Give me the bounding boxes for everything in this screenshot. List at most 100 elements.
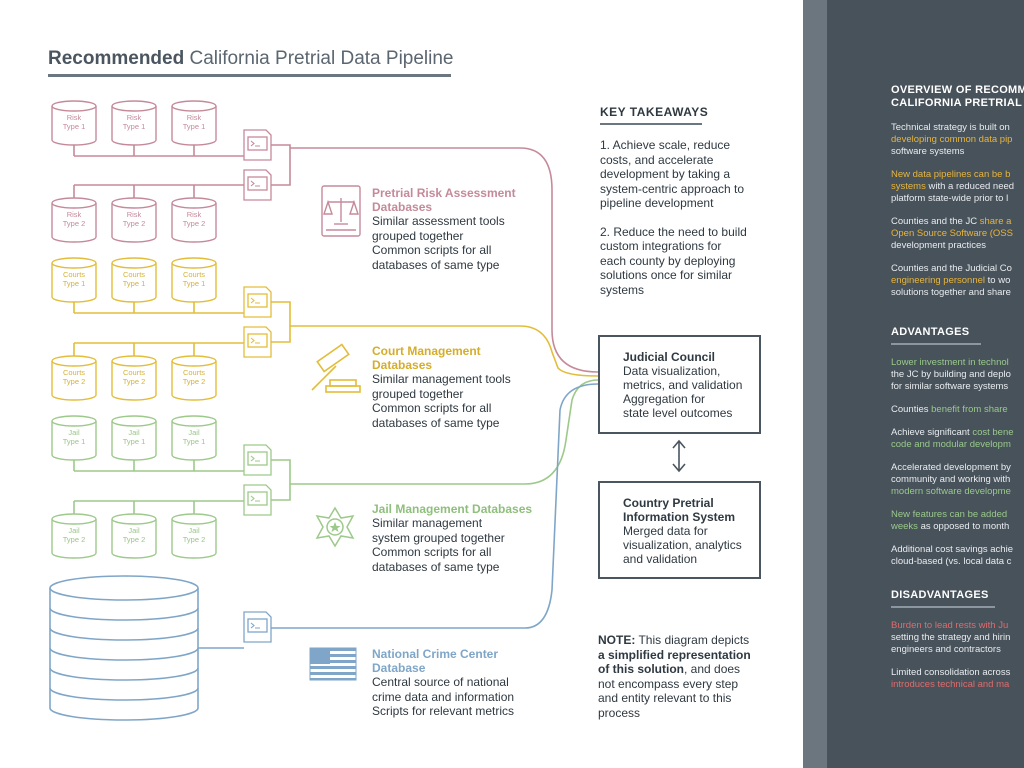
overview-item-2: New data pipelines can be b systems with… xyxy=(891,169,1024,205)
note-bold-2: of this solution xyxy=(598,662,684,676)
county-line: visualization, analytics xyxy=(623,538,742,552)
national-script-icon xyxy=(243,611,272,643)
judicial-council-title: Judicial Council xyxy=(623,350,716,364)
risk-section: Pretrial Risk Assessment Databases Simil… xyxy=(372,186,542,272)
jail-script-icon xyxy=(243,444,272,476)
jail-type1-database-icon xyxy=(111,415,157,461)
takeaway-1-line: costs, and accelerate xyxy=(600,152,714,167)
overview-item-highlight: systems xyxy=(891,181,926,192)
disadvantages-rule xyxy=(891,606,995,608)
risk-type1-database-icon xyxy=(111,100,157,146)
jail-type1-database-icon xyxy=(51,415,97,461)
court-type1-database-icon xyxy=(171,257,217,303)
county-pretrial-box: Country Pretrial Information System Merg… xyxy=(598,481,761,579)
jail-type1-database-icon xyxy=(171,415,217,461)
takeaway-2-line: 2. Reduce the need to build xyxy=(600,224,747,239)
risk-script-link xyxy=(271,144,291,186)
county-box-title-2: Information System xyxy=(623,510,736,524)
overview-item-text: solutions together and share xyxy=(891,287,1011,298)
advantages-section: ADVANTAGES Lower investment in technol t… xyxy=(891,326,1014,568)
note-rest-2: and entity relevant to this xyxy=(598,691,732,705)
county-line: Merged data for xyxy=(623,524,708,538)
jail-script-link xyxy=(271,459,291,501)
court-section: Court Management Databases Similar manag… xyxy=(372,344,542,430)
advantage-highlight: New features can be added xyxy=(891,509,1008,520)
advantage-item-6: Additional cost savings achie cloud-base… xyxy=(891,544,1014,568)
advantage-highlight: weeks xyxy=(891,521,918,532)
advantage-item-3: Achieve significant cost bene code and m… xyxy=(891,427,1014,451)
scale-icon xyxy=(321,185,361,237)
advantage-text: Counties xyxy=(891,404,932,415)
takeaway-1: 1. Achieve scale, reduce costs, and acce… xyxy=(600,138,780,211)
script-file-icons xyxy=(243,129,272,643)
takeaway-2-line: systems xyxy=(600,282,645,297)
court-section-line-3: Common scripts for all xyxy=(372,401,492,415)
jail-section-line-4: databases of same type xyxy=(372,559,500,574)
title-rest: California Pretrial Data Pipeline xyxy=(189,48,454,69)
risk-script-icon xyxy=(243,129,272,161)
title-bold: Recommended xyxy=(48,48,185,69)
panel-divider-strip xyxy=(803,0,827,768)
advantage-item-1: Lower investment in technol the JC by bu… xyxy=(891,357,1014,393)
advantages-rule xyxy=(891,343,981,345)
judicial-line: state level outcomes xyxy=(623,406,733,420)
disadvantages-heading: DISADVANTAGES xyxy=(891,589,989,601)
overview-item-4: Counties and the Judicial Co engineering… xyxy=(891,263,1024,299)
advantage-text: Accelerated development by xyxy=(891,462,1011,473)
national-section: National Crime Center Database Central s… xyxy=(372,647,542,719)
court-type2-database-icon xyxy=(111,355,157,401)
overview-section: OVERVIEW OF RECOMM CALIFORNIA PRETRIAL T… xyxy=(891,84,1024,299)
note-text-1: This diagram depicts xyxy=(635,633,750,647)
court-script-icon xyxy=(243,286,272,318)
risk-section-title: Pretrial Risk Assessment Databases xyxy=(372,186,516,214)
advantage-text: the JC by building and deplo xyxy=(891,369,1011,380)
jail-type2-database-icon xyxy=(51,513,97,559)
national-flow-line xyxy=(271,383,599,629)
risk-type1-database-icon xyxy=(51,100,97,146)
us-flag-icon xyxy=(309,647,357,681)
court-section-line-1: Similar management tools xyxy=(372,372,511,386)
national-section-line-3: Scripts for relevant metrics xyxy=(372,704,515,718)
court-section-title: Court Management Databases xyxy=(372,344,481,372)
advantage-text: as opposed to month xyxy=(917,521,1010,532)
takeaway-2-line: solutions once for similar xyxy=(600,268,733,282)
national-section-line-2: crime data and information xyxy=(372,689,515,704)
page-title: Recommended California Pretrial Data Pip… xyxy=(48,48,454,70)
disadvantage-highlight: introduces technical and ma xyxy=(891,679,1010,690)
advantage-item-2: Counties benefit from share xyxy=(891,404,1014,416)
risk-script-icon xyxy=(243,169,272,201)
overview-item-highlight: developing common data pip xyxy=(891,134,1013,145)
court-type2-database-icon xyxy=(51,355,97,401)
overview-item-text: software systems xyxy=(891,146,965,157)
advantage-text: community and working with xyxy=(891,474,1011,485)
county-line: and validation xyxy=(623,552,698,566)
disadvantages-section: DISADVANTAGES Burden to lead rests with … xyxy=(891,589,1010,691)
note-rest-3: process xyxy=(598,705,641,720)
county-box-title-1: Country Pretrial xyxy=(623,496,714,510)
overview-item-text: development practices xyxy=(891,240,987,251)
takeaway-1-line: 1. Achieve scale, reduce xyxy=(600,138,731,152)
court-type1-database-icon xyxy=(111,257,157,303)
advantage-item-5: New features can be added weeks as oppos… xyxy=(891,509,1014,533)
advantage-highlight: cost bene xyxy=(972,427,1014,438)
overview-item-1: Technical strategy is built on developin… xyxy=(891,122,1024,158)
national-section-line-1: Central source of national xyxy=(372,675,509,689)
double-arrow-icon xyxy=(672,439,686,473)
court-section-line-2: grouped together xyxy=(372,386,464,401)
takeaway-1-line: system-centric approach to xyxy=(600,181,745,196)
diagram-note: NOTE: This diagram depicts a simplified … xyxy=(598,633,783,720)
jail-script-icon xyxy=(243,484,272,516)
overview-item-text: with a reduced need xyxy=(925,181,1015,192)
overview-panel: OVERVIEW OF RECOMM CALIFORNIA PRETRIAL T… xyxy=(827,0,1024,768)
takeaway-2-line: custom integrations for xyxy=(600,239,722,253)
